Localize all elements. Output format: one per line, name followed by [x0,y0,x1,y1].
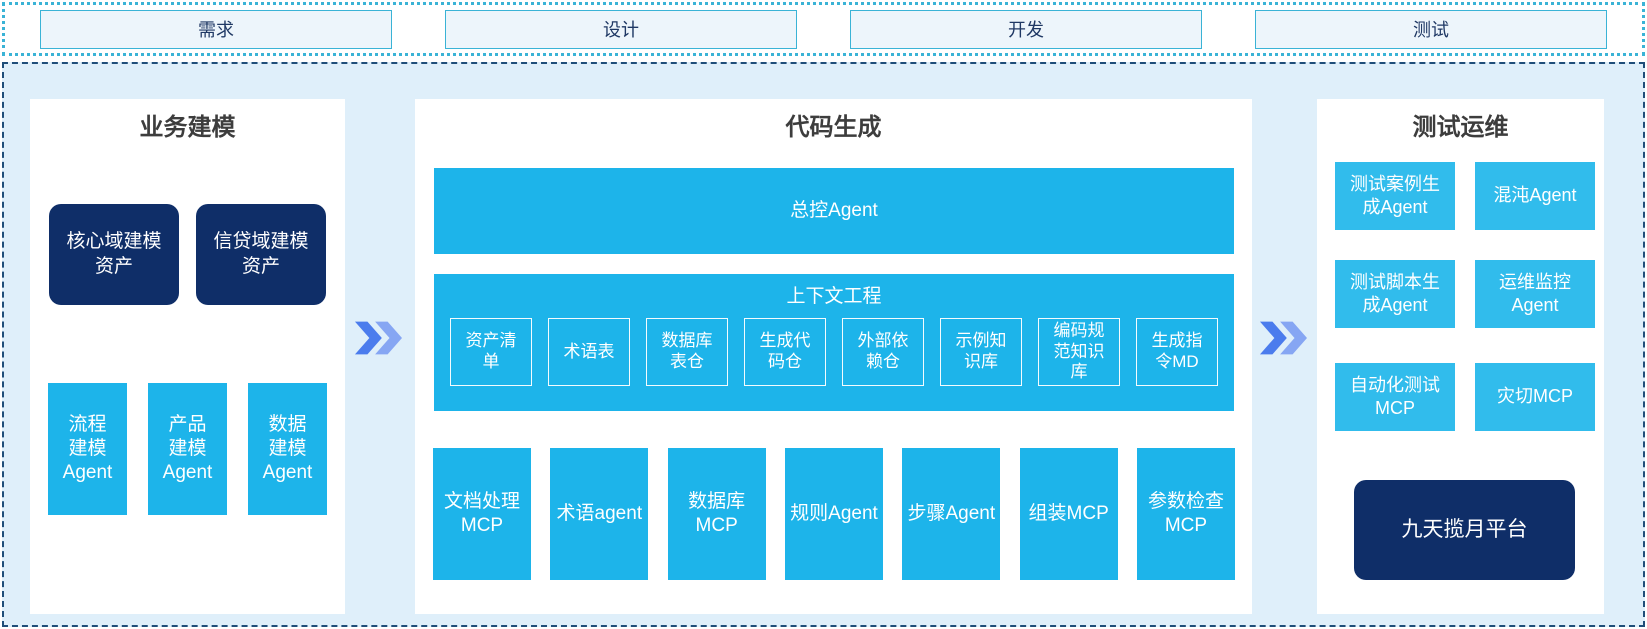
box-test-case-generation-agent: 测试案例生 成Agent [1335,162,1455,230]
context-item-row: 资产清 单 术语表 数据库 表仓 生成代 码仓 外部依 赖仓 示例知 识库 编码… [434,318,1234,386]
box-master-control-agent: 总控Agent [434,168,1234,254]
box-test-script-generation-agent: 测试脚本生 成Agent [1335,260,1455,328]
mcp-agent-row: 文档处理 MCP 术语agent 数据库 MCP 规则Agent 步骤Agent… [433,448,1235,580]
box-jiutian-lanyue-platform: 九天揽月平台 [1354,480,1575,580]
box-process-modeling-agent: 流程 建模 Agent [48,383,127,515]
box-glossary: 术语表 [548,318,630,386]
box-example-knowledge-base: 示例知 识库 [940,318,1022,386]
phase-band: 需求 设计 开发 测试 [2,2,1645,56]
panel-title-test-operations: 测试运维 [1412,114,1509,141]
box-coding-standards-kb: 编码规 范知识 库 [1038,318,1120,386]
box-database-mcp: 数据库 MCP [667,448,766,580]
box-parameter-check-mcp: 参数检查 MCP [1136,448,1235,580]
phase-box-design: 设计 [445,9,797,49]
panel-test-operations: 测试运维 测试案例生 成Agent 混沌Agent 测试脚本生 成Agent 运… [1317,99,1604,614]
phase-box-testing: 测试 [1255,9,1607,49]
context-engineering-panel: 上下文工程 资产清 单 术语表 数据库 表仓 生成代 码仓 外部依 赖仓 示例知… [434,274,1234,411]
box-generation-instruction-md: 生成指 令MD [1136,318,1218,386]
box-assembly-mcp: 组装MCP [1019,448,1118,580]
box-automated-testing-mcp: 自动化测试 MCP [1335,363,1455,431]
box-rules-agent: 规则Agent [784,448,883,580]
modeling-agent-row: 流程 建模 Agent 产品 建模 Agent 数据 建模 Agent [30,383,345,515]
chevron-right-icon [1259,321,1307,355]
testops-row-2: 测试脚本生 成Agent 运维监控 Agent [1335,260,1595,328]
panel-title-business-modeling: 业务建模 [139,114,236,141]
context-engineering-title: 上下文工程 [786,286,882,307]
box-document-processing-mcp: 文档处理 MCP [433,448,531,580]
box-asset-list: 资产清 单 [450,318,532,386]
panel-business-modeling: 业务建模 核心域建模 资产 信贷域建模 资产 流程 建模 Agent 产品 建模… [30,99,345,614]
testops-row-3: 自动化测试 MCP 灾切MCP [1335,363,1595,431]
box-disaster-switch-mcp: 灾切MCP [1475,363,1595,431]
box-generated-code-repo: 生成代 码仓 [744,318,826,386]
box-steps-agent: 步骤Agent [902,448,1001,580]
chevron-right-icon [354,321,402,355]
box-core-domain-assets: 核心域建模 资产 [49,204,179,305]
box-database-table-repo: 数据库 表仓 [646,318,728,386]
panel-code-generation: 代码生成 总控Agent 上下文工程 资产清 单 术语表 数据库 表仓 生成代 … [415,99,1252,614]
main-canvas: 业务建模 核心域建模 资产 信贷域建模 资产 流程 建模 Agent 产品 建模… [2,62,1645,627]
phase-box-development: 开发 [850,9,1202,49]
box-data-modeling-agent: 数据 建模 Agent [248,383,327,515]
box-terminology-agent: 术语agent [550,448,649,580]
box-external-dependency-repo: 外部依 赖仓 [842,318,924,386]
testops-row-1: 测试案例生 成Agent 混沌Agent [1335,162,1595,230]
panel-title-code-generation: 代码生成 [785,114,882,141]
box-credit-domain-assets: 信贷域建模 资产 [196,204,326,305]
box-chaos-agent: 混沌Agent [1475,162,1595,230]
box-ops-monitoring-agent: 运维监控 Agent [1475,260,1595,328]
phase-box-requirements: 需求 [40,9,392,49]
box-product-modeling-agent: 产品 建模 Agent [148,383,227,515]
asset-row: 核心域建模 资产 信贷域建模 资产 [30,204,345,305]
